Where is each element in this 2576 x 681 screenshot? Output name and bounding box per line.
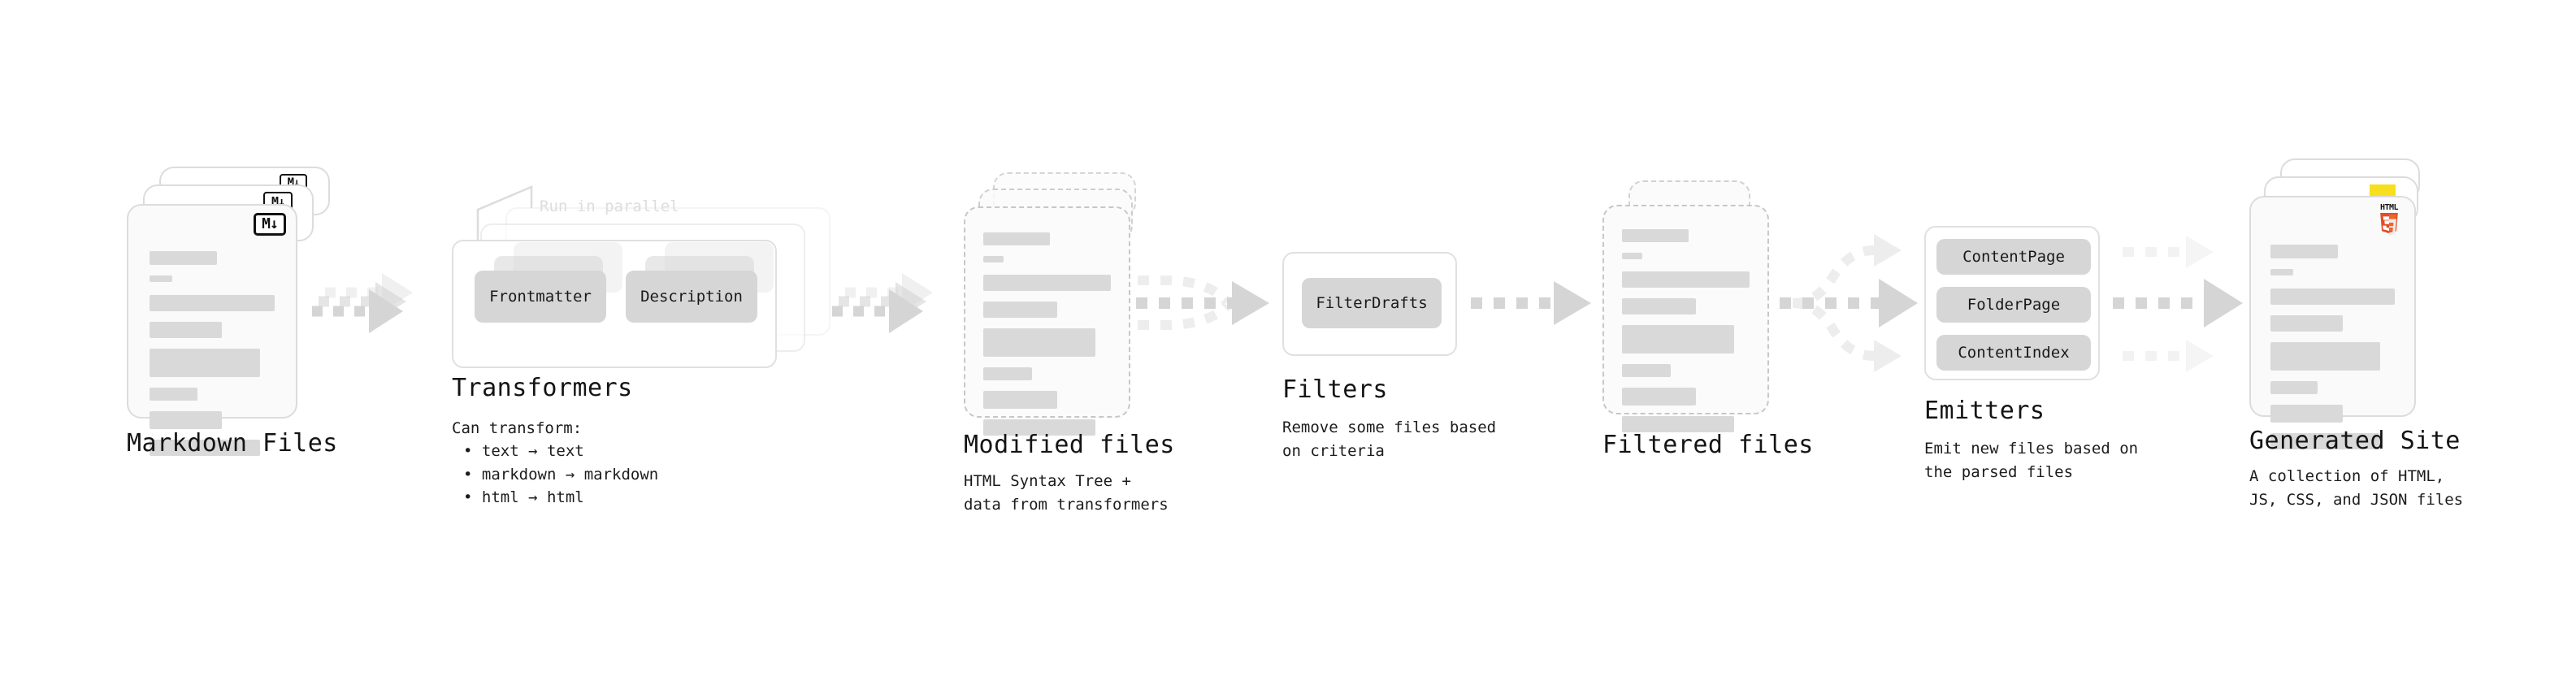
skeleton-line <box>150 349 260 377</box>
skeleton-line <box>983 419 1096 436</box>
skeleton-line <box>983 367 1032 380</box>
filtered-skeleton-lines <box>1622 229 1750 443</box>
emitters-title: Emitters <box>1924 397 2045 425</box>
filtered-sheet-front <box>1602 205 1769 432</box>
skeleton-line <box>1622 364 1671 377</box>
run-in-parallel-annotation: Run in parallel <box>540 197 679 215</box>
skeleton-line <box>150 251 218 265</box>
modified-sheet-front <box>964 206 1130 436</box>
arrow-transformers-to-modified <box>832 273 933 333</box>
modified-files-subtitle: HTML Syntax Tree + data from transformer… <box>964 472 1169 514</box>
filter-chip-filterdrafts-label: FilterDrafts <box>1316 294 1428 312</box>
emitters-box: ContentPage FolderPage ContentIndex <box>1924 226 2100 380</box>
arrow-filters-to-filtered <box>1471 281 1591 325</box>
arrow-filtered-to-emitters <box>1780 234 1918 372</box>
skeleton-line <box>983 275 1111 291</box>
skeleton-line <box>2270 269 2293 275</box>
filters-title: Filters <box>1282 375 1388 404</box>
arrow-emitters-to-site <box>2113 236 2243 372</box>
transformers-bullet-item: markdown → markdown <box>463 463 658 487</box>
filtered-files-title: Filtered files <box>1602 431 1814 459</box>
skeleton-line <box>983 301 1058 318</box>
emitters-subtitle: Emit new files based on the parsed files <box>1924 440 2139 481</box>
emitter-chip-contentindex[interactable]: ContentIndex <box>1936 335 2091 371</box>
skeleton-line <box>983 256 1004 262</box>
skeleton-line <box>1622 388 1697 406</box>
emitter-chip-contentpage-label: ContentPage <box>1962 248 2065 266</box>
generated-skeleton-lines <box>2270 245 2395 460</box>
skeleton-line <box>1622 229 1689 242</box>
skeleton-line <box>2270 315 2343 332</box>
markdown-files-title: Markdown Files <box>127 429 338 458</box>
transformers-group: Frontmatter Description <box>452 207 842 370</box>
skeleton-line <box>983 391 1058 409</box>
skeleton-line <box>2270 405 2343 423</box>
skeleton-line <box>150 295 275 311</box>
filtered-files-stack <box>1602 180 1781 432</box>
skeleton-line <box>150 388 197 401</box>
transformers-subtitle: Can transform: <box>452 419 583 437</box>
generated-site-subtitle: A collection of HTML, JS, CSS, and JSON … <box>2249 467 2464 509</box>
generated-site-title: Generated Site <box>2249 427 2461 455</box>
skeleton-line <box>150 275 172 282</box>
transformer-chip-frontmatter[interactable]: Frontmatter <box>475 271 606 323</box>
filters-box: FilterDrafts <box>1282 252 1457 356</box>
skeleton-line <box>1622 298 1697 314</box>
filter-chip-filterdrafts[interactable]: FilterDrafts <box>1302 278 1442 328</box>
skeleton-line <box>983 328 1096 357</box>
skeleton-line <box>1622 416 1735 432</box>
transformer-chip-description-label: Description <box>640 288 743 306</box>
modified-files-stack <box>964 172 1151 436</box>
skeleton-line <box>1622 325 1735 354</box>
markdown-files-stack: M↓ M↓ M↓ <box>127 167 330 456</box>
skeleton-line <box>150 322 223 338</box>
skeleton-line <box>983 232 1050 245</box>
skeleton-line <box>1622 253 1643 259</box>
markdown-skeleton-lines <box>150 251 275 466</box>
transformer-chip-frontmatter-label: Frontmatter <box>489 288 592 306</box>
generated-sheet-front: HTML <box>2249 196 2416 449</box>
transformers-bullet-item: text → text <box>463 440 658 463</box>
generated-site-stack: CSS HTML <box>2249 158 2444 449</box>
emitter-chip-folderpage-label: FolderPage <box>1967 296 2061 314</box>
skeleton-line <box>2270 381 2318 394</box>
transformers-bullets: text → text markdown → markdown html → h… <box>452 440 658 510</box>
skeleton-line <box>1622 271 1750 288</box>
skeleton-line <box>2270 288 2395 305</box>
markdown-badge-icon: M↓ <box>254 213 286 236</box>
skeleton-line <box>150 411 223 429</box>
arrow-modified-to-filters <box>1136 275 1269 330</box>
modified-skeleton-lines <box>983 232 1111 446</box>
transformers-bullet-item: html → html <box>463 486 658 510</box>
transformer-chip-description[interactable]: Description <box>626 271 757 323</box>
markdown-sheet-front: M↓ <box>127 204 297 456</box>
emitter-chip-folderpage[interactable]: FolderPage <box>1936 287 2091 323</box>
skeleton-line <box>150 440 260 456</box>
skeleton-line <box>2270 433 2380 449</box>
skeleton-line <box>2270 245 2338 258</box>
filters-subtitle: Remove some files based on criteria <box>1282 419 1497 460</box>
modified-files-title: Modified files <box>964 431 1175 459</box>
html5-badge-label: HTML <box>2379 203 2399 212</box>
skeleton-line <box>2270 342 2380 371</box>
emitter-chip-contentpage[interactable]: ContentPage <box>1936 239 2091 275</box>
html5-shield-icon: HTML <box>2374 204 2405 243</box>
transformers-title: Transformers <box>452 374 633 402</box>
emitter-chip-contentindex-label: ContentIndex <box>1958 344 2070 362</box>
